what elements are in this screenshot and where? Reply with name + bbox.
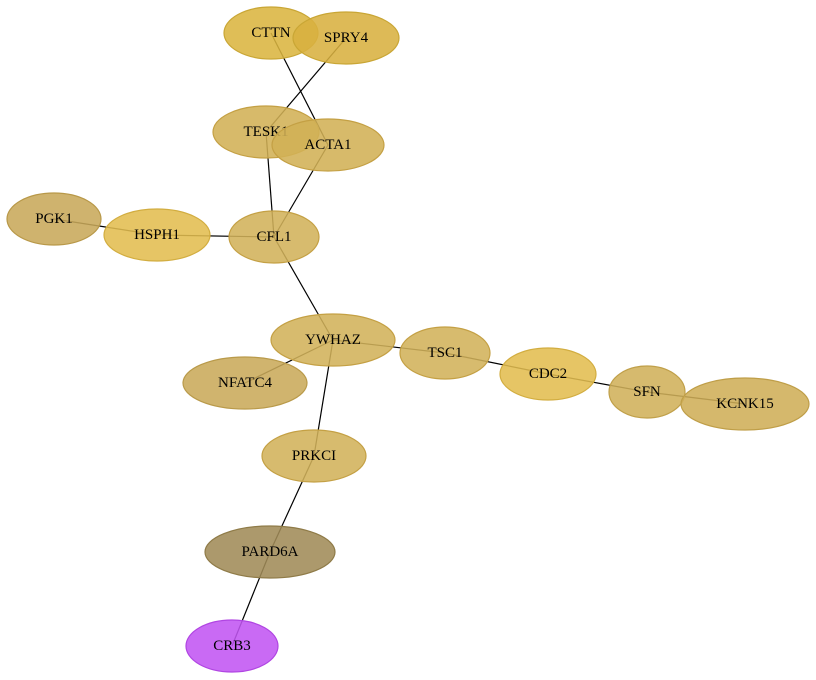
node-ellipse [499, 347, 597, 401]
node-tsc1[interactable]: TSC1 [399, 326, 491, 380]
node-ellipse [608, 365, 686, 419]
node-kcnk15[interactable]: KCNK15 [680, 377, 810, 431]
node-label: CRB3 [213, 638, 251, 654]
node-sfn[interactable]: SFN [608, 365, 686, 419]
node-label: PGK1 [35, 211, 73, 227]
node-label: KCNK15 [716, 396, 774, 412]
node-pgk1[interactable]: PGK1 [6, 192, 102, 246]
node-label: CTTN [251, 25, 290, 41]
node-cfl1[interactable]: CFL1 [228, 210, 320, 264]
node-ellipse [271, 118, 385, 172]
node-label: ACTA1 [304, 137, 351, 153]
node-cttn[interactable]: CTTN [223, 6, 319, 60]
node-ellipse [228, 210, 320, 264]
node-label: CDC2 [529, 366, 567, 382]
edge-layer [53, 32, 746, 647]
node-label: SFN [633, 384, 661, 400]
node-ellipse [185, 619, 279, 673]
node-nfatc4[interactable]: NFATC4 [182, 356, 308, 410]
node-ellipse [292, 11, 400, 65]
node-cdc2[interactable]: CDC2 [499, 347, 597, 401]
node-spry4[interactable]: SPRY4 [292, 11, 400, 65]
node-ellipse [6, 192, 102, 246]
node-label: YWHAZ [305, 332, 361, 348]
node-ellipse [680, 377, 810, 431]
node-crb3[interactable]: CRB3 [185, 619, 279, 673]
node-acta1[interactable]: ACTA1 [271, 118, 385, 172]
node-pard6a[interactable]: PARD6A [204, 525, 336, 579]
node-hsph1[interactable]: HSPH1 [103, 208, 211, 262]
node-label: PARD6A [242, 544, 299, 560]
node-label: PRKCI [292, 448, 336, 464]
node-label: NFATC4 [218, 375, 272, 391]
node-prkci[interactable]: PRKCI [261, 429, 367, 483]
node-label: SPRY4 [324, 30, 369, 46]
node-ellipse [103, 208, 211, 262]
node-ellipse [204, 525, 336, 579]
node-label: TSC1 [427, 345, 462, 361]
node-ellipse [270, 313, 396, 367]
node-ellipse [399, 326, 491, 380]
node-label: HSPH1 [134, 227, 180, 243]
node-ellipse [261, 429, 367, 483]
node-label: CFL1 [256, 229, 291, 245]
node-ywhaz[interactable]: YWHAZ [270, 313, 396, 367]
node-ellipse [182, 356, 308, 410]
